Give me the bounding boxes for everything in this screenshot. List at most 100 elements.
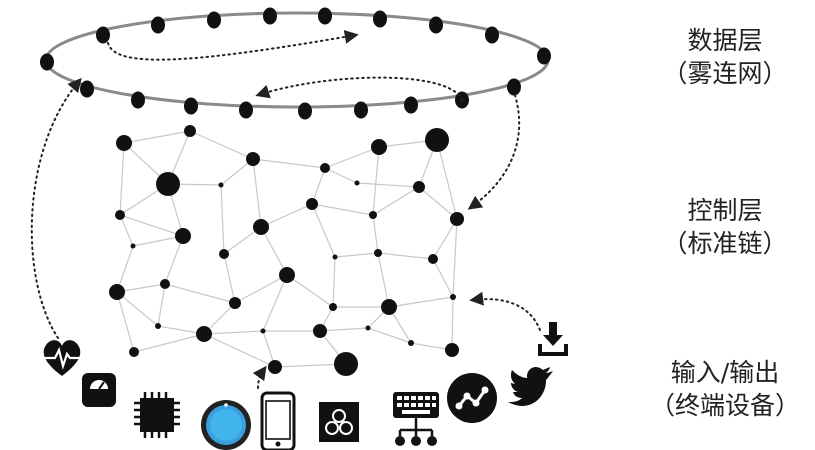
ring-node: [373, 10, 387, 28]
ring-node: [298, 102, 312, 120]
microchip-icon: [134, 392, 180, 438]
ring-node: [507, 78, 521, 96]
control-layer-subtitle: （标准链）: [662, 229, 788, 258]
mesh-link: [324, 167, 358, 184]
ring-node: [318, 7, 332, 25]
smartphone-icon: [260, 391, 296, 450]
mesh-node: [253, 219, 269, 235]
ring-nodes: [40, 7, 551, 120]
ring-node: [131, 91, 145, 109]
mesh-link: [116, 291, 135, 353]
mesh-link: [203, 330, 264, 335]
mesh-link: [377, 252, 390, 308]
mesh-link: [116, 245, 134, 293]
mesh-node: [184, 125, 196, 137]
mesh-link: [432, 258, 454, 298]
mesh-link: [452, 218, 458, 298]
mesh-link: [260, 226, 288, 276]
arrow-phone-to-mesh: [252, 365, 267, 389]
ring-node: [239, 101, 253, 119]
mesh-node: [218, 182, 224, 188]
control-layer-title: 控制层: [687, 196, 763, 225]
smart-speaker-icon: [201, 400, 251, 450]
download-icon: [538, 322, 568, 356]
mesh-node: [371, 139, 387, 155]
mesh-node: [116, 135, 132, 151]
ring-node: [485, 26, 499, 44]
data-layer-title: 数据层: [687, 26, 763, 55]
arrow-ring-to-mesh: [467, 94, 521, 210]
mesh-node: [450, 294, 456, 300]
mesh-node: [229, 297, 241, 309]
mesh-link: [319, 327, 369, 332]
mesh-links: [116, 130, 458, 368]
mesh-link: [133, 333, 205, 353]
mesh-link: [262, 274, 288, 332]
mesh-link: [157, 283, 166, 327]
mesh-node: [413, 181, 425, 193]
mesh-link: [234, 274, 288, 304]
arrow-download-to-mesh: [469, 291, 541, 331]
mesh-link: [164, 235, 184, 285]
mesh-node: [246, 152, 260, 166]
ring-node: [429, 16, 443, 34]
mesh-node: [155, 323, 161, 329]
mesh-node: [354, 180, 360, 186]
mesh-link: [372, 146, 380, 216]
mesh-node: [450, 212, 464, 226]
mesh-node: [365, 325, 371, 331]
mesh-node: [408, 340, 414, 346]
twitter-bird-icon: [508, 367, 553, 406]
mesh-node: [130, 243, 136, 249]
mesh-node: [279, 267, 295, 283]
analytics-chart-icon: [447, 373, 497, 423]
mesh-link: [418, 186, 458, 220]
mesh-node: [425, 128, 449, 152]
ring-node: [263, 7, 277, 25]
mesh-link: [356, 182, 420, 188]
arrow-ring-inner: [107, 30, 359, 61]
ring-node: [96, 26, 110, 44]
ring-node: [184, 97, 198, 115]
mesh-link: [311, 203, 336, 258]
mesh-node: [129, 347, 139, 357]
mesh-link: [252, 158, 262, 228]
mesh-node: [306, 198, 318, 210]
io-layer-label: 输入/输出 （终端设备）: [640, 356, 810, 422]
ring-node: [354, 101, 368, 119]
io-layer-title: 输入/输出: [670, 358, 780, 387]
data-layer-subtitle: （雾连网）: [662, 59, 788, 88]
mesh-link: [367, 327, 412, 344]
mesh-node: [428, 254, 438, 264]
mesh-link: [223, 253, 236, 304]
mesh-link: [372, 214, 379, 254]
ring-node: [151, 16, 165, 34]
mesh-link: [189, 130, 254, 160]
mesh-link: [332, 256, 336, 308]
data-layer-ring: [44, 11, 550, 109]
mesh-node: [268, 360, 282, 374]
mesh-link: [388, 296, 454, 308]
mesh-node: [369, 211, 377, 219]
mesh-link: [324, 146, 380, 169]
mesh-link: [119, 214, 184, 237]
arrow-ring-back: [255, 76, 463, 101]
mesh-node: [109, 284, 125, 300]
mesh-link: [164, 283, 236, 304]
arrow-heart-to-ring: [30, 77, 82, 339]
mesh-node: [320, 163, 330, 173]
mesh-link: [119, 214, 134, 247]
mesh-link: [436, 139, 458, 220]
mesh-node: [381, 299, 397, 315]
heart-rate-icon: [43, 340, 82, 376]
ring-node: [404, 96, 418, 114]
mesh-nodes: [109, 125, 464, 376]
io-layer-subtitle: （终端设备）: [649, 391, 800, 420]
mesh-link: [116, 291, 159, 327]
mesh-node: [313, 324, 327, 338]
mesh-node: [196, 326, 212, 342]
mesh-link: [203, 333, 276, 368]
mesh-link: [252, 158, 326, 169]
mesh-link: [372, 186, 420, 216]
